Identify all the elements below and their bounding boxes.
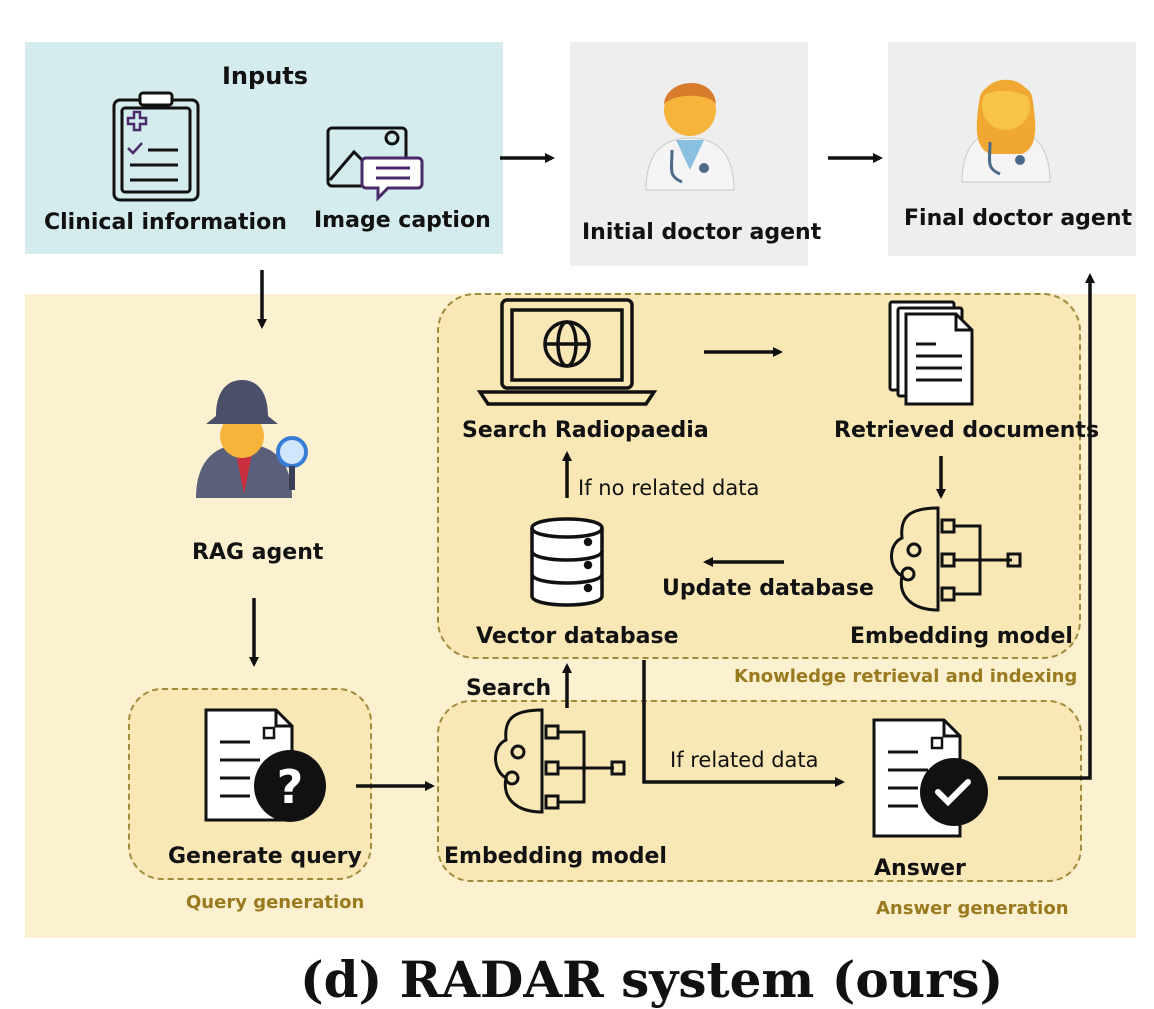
database-icon: [530, 517, 604, 607]
knowledge-section-label: Knowledge retrieval and indexing: [734, 666, 1078, 687]
inputs-title: Inputs: [222, 62, 309, 90]
generate-query-label: Generate query: [168, 844, 362, 869]
final-doctor-label: Final doctor agent: [904, 206, 1133, 231]
vector-database-label: Vector database: [476, 624, 679, 649]
embedding-model-icon: [494, 708, 626, 814]
clipboard-icon: [112, 91, 200, 202]
initial-doctor-avatar: [645, 82, 735, 191]
figure-caption: (d) RADAR system (ours): [300, 950, 1004, 1009]
diagram-graphics: ?: [112, 79, 1095, 838]
retrieved-documents-label: Retrieved documents: [834, 418, 1100, 443]
update-database-label: Update database: [662, 576, 874, 601]
if-no-related-label: If no related data: [578, 476, 760, 500]
search-label: Search: [466, 676, 552, 701]
query-section-label: Query generation: [186, 892, 365, 913]
image-caption-label: Image caption: [314, 208, 491, 233]
answer-label: Answer: [874, 856, 966, 881]
query-document-icon: ?: [204, 708, 326, 822]
answer-document-icon: [872, 718, 988, 838]
embedding-model-label: Embedding model: [850, 624, 1073, 649]
final-doctor-avatar: [961, 79, 1051, 183]
inputs-panel: [25, 42, 503, 254]
image-caption-icon: [326, 126, 424, 202]
rag-detective-avatar: [196, 380, 308, 498]
arrow-db-to-answer: [642, 660, 845, 787]
arrow-answer-to-final: [998, 273, 1095, 780]
initial-doctor-label: Initial doctor agent: [582, 220, 822, 245]
search-radiopaedia-label: Search Radiopaedia: [462, 418, 709, 443]
documents-icon: [888, 300, 974, 406]
clinical-information-label: Clinical information: [44, 210, 287, 235]
answer-embedding-model-label: Embedding model: [444, 844, 667, 869]
globe-laptop-icon: [476, 298, 658, 406]
svg-text:?: ?: [277, 760, 304, 814]
answer-section-label: Answer generation: [876, 898, 1069, 919]
embedding-model-icon: [890, 506, 1022, 612]
rag-agent-label: RAG agent: [192, 540, 324, 565]
if-related-label: If related data: [670, 748, 819, 772]
